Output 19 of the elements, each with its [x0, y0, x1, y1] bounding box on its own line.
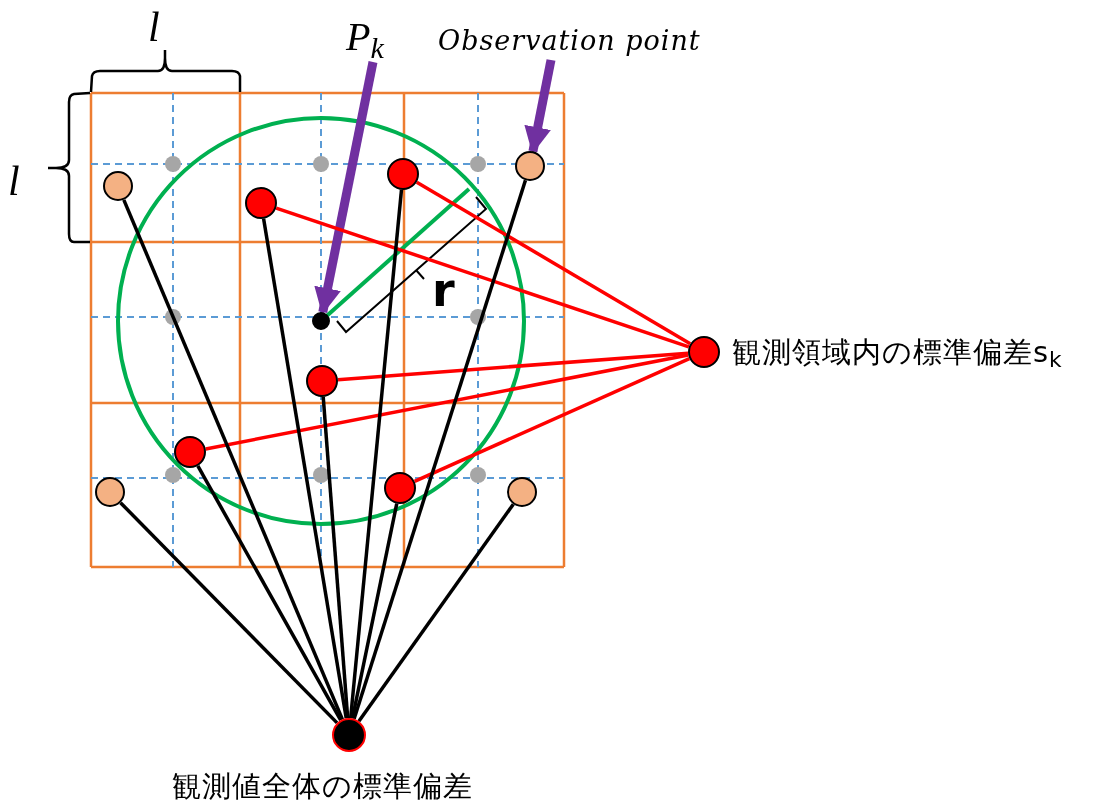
- connector-line: [122, 199, 345, 720]
- connector-line: [350, 503, 399, 719]
- connector-line: [348, 189, 404, 719]
- dimension-label: l: [148, 4, 160, 50]
- connector-line: [321, 396, 350, 719]
- dimension-label: l: [8, 158, 20, 204]
- point-label: P$_{k}$: [335, 12, 395, 62]
- arrow: [314, 61, 378, 315]
- caption-text: 観測領域内の標準偏差s$_{k}$: [732, 334, 1063, 370]
- point-label: Observation point: [438, 22, 718, 60]
- connector-line: [352, 179, 528, 720]
- connector-line: [337, 351, 689, 382]
- connector-line: [261, 218, 348, 719]
- connector-line: [205, 353, 689, 451]
- caption-text: 観測値全体の標準偏差: [172, 768, 473, 804]
- connector-line: [357, 503, 515, 723]
- connector-line: [119, 501, 339, 725]
- arrow: [524, 59, 556, 154]
- radius-label: r: [432, 270, 455, 310]
